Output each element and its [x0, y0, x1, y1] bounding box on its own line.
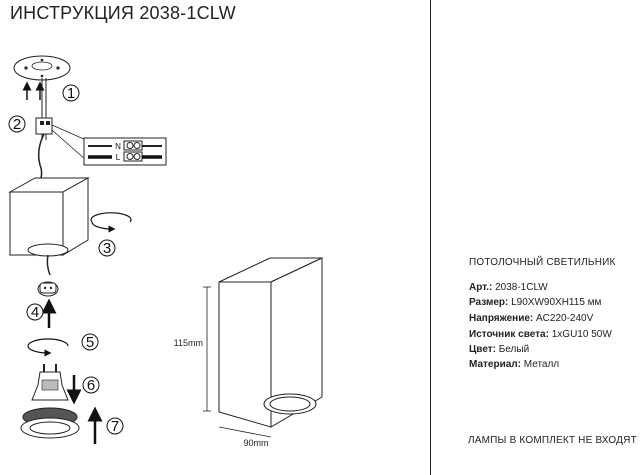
- step-2-badge: 2: [8, 115, 26, 133]
- step-7-number: 7: [111, 418, 119, 435]
- width-dimension: 90mm: [218, 426, 272, 448]
- step-4-number: 4: [31, 304, 39, 321]
- product-drawing: [218, 257, 323, 428]
- step-3-badge: 3: [98, 239, 116, 257]
- step-1-number: 1: [67, 85, 75, 102]
- step-2-number: 2: [13, 116, 21, 133]
- spec-label: Размер:: [469, 297, 509, 308]
- gu10-bulb: [31, 364, 69, 401]
- mounting-plate: [13, 55, 71, 81]
- neutral-label: N: [115, 142, 121, 151]
- spec-label: Арт.:: [469, 282, 493, 293]
- step-5-number: 5: [86, 334, 94, 351]
- spec-value: 2038-1CLW: [495, 282, 548, 293]
- terminal-block: [35, 117, 87, 186]
- step-5-badge: 5: [81, 333, 99, 351]
- spec-value: Металл: [523, 359, 560, 370]
- spec-label: Цвет:: [469, 344, 496, 355]
- spec-label: Материал:: [469, 359, 521, 370]
- live-label: L: [116, 153, 121, 162]
- step-3-number: 3: [103, 240, 111, 257]
- spec-value: 1xGU10 50W: [551, 329, 612, 340]
- step-6-badge: 6: [82, 376, 100, 394]
- step-4-badge: 4: [26, 303, 44, 321]
- spec-label: Напряжение:: [469, 313, 534, 324]
- spec-row-size: Размер: L90XW90XH115 мм: [469, 297, 601, 308]
- spec-row-light-source: Источник света: 1xGU10 50W: [469, 329, 612, 340]
- page-title: ИНСТРУКЦИЯ 2038-1CLW: [10, 3, 236, 23]
- height-label: 115mm: [174, 338, 203, 348]
- product-heading: ПОТОЛОЧНЫЙ СВЕТИЛЬНИК: [469, 257, 616, 268]
- spec-row-voltage: Напряжение: AC220-240V: [469, 313, 593, 324]
- lamp-socket: [37, 254, 59, 297]
- width-label: 90mm: [243, 438, 268, 448]
- rotate-arrow-3: [90, 212, 132, 233]
- spec-row-article: Арт.: 2038-1CLW: [469, 282, 548, 293]
- rotate-arrow-5: [27, 338, 69, 357]
- spec-label: Источник света:: [469, 329, 549, 340]
- lamp-body: [8, 177, 90, 257]
- page-divider: [430, 0, 431, 475]
- step-7-badge: 7: [106, 417, 124, 435]
- step-6-number: 6: [87, 377, 95, 394]
- step-1-badge: 1: [62, 84, 80, 102]
- retaining-ring: [20, 407, 80, 439]
- height-dimension: 115mm: [174, 286, 211, 412]
- spec-row-color: Цвет: Белый: [469, 344, 529, 355]
- lamps-not-included-note: ЛАМПЫ В КОМПЛЕКТ НЕ ВХОДЯТ: [468, 435, 637, 446]
- spec-row-material: Материал: Металл: [469, 359, 559, 370]
- spec-value: AC220-240V: [536, 313, 594, 324]
- spec-value: L90XW90XH115 мм: [511, 297, 602, 308]
- spec-value: Белый: [498, 344, 530, 355]
- wiring-detail: N L: [83, 137, 167, 166]
